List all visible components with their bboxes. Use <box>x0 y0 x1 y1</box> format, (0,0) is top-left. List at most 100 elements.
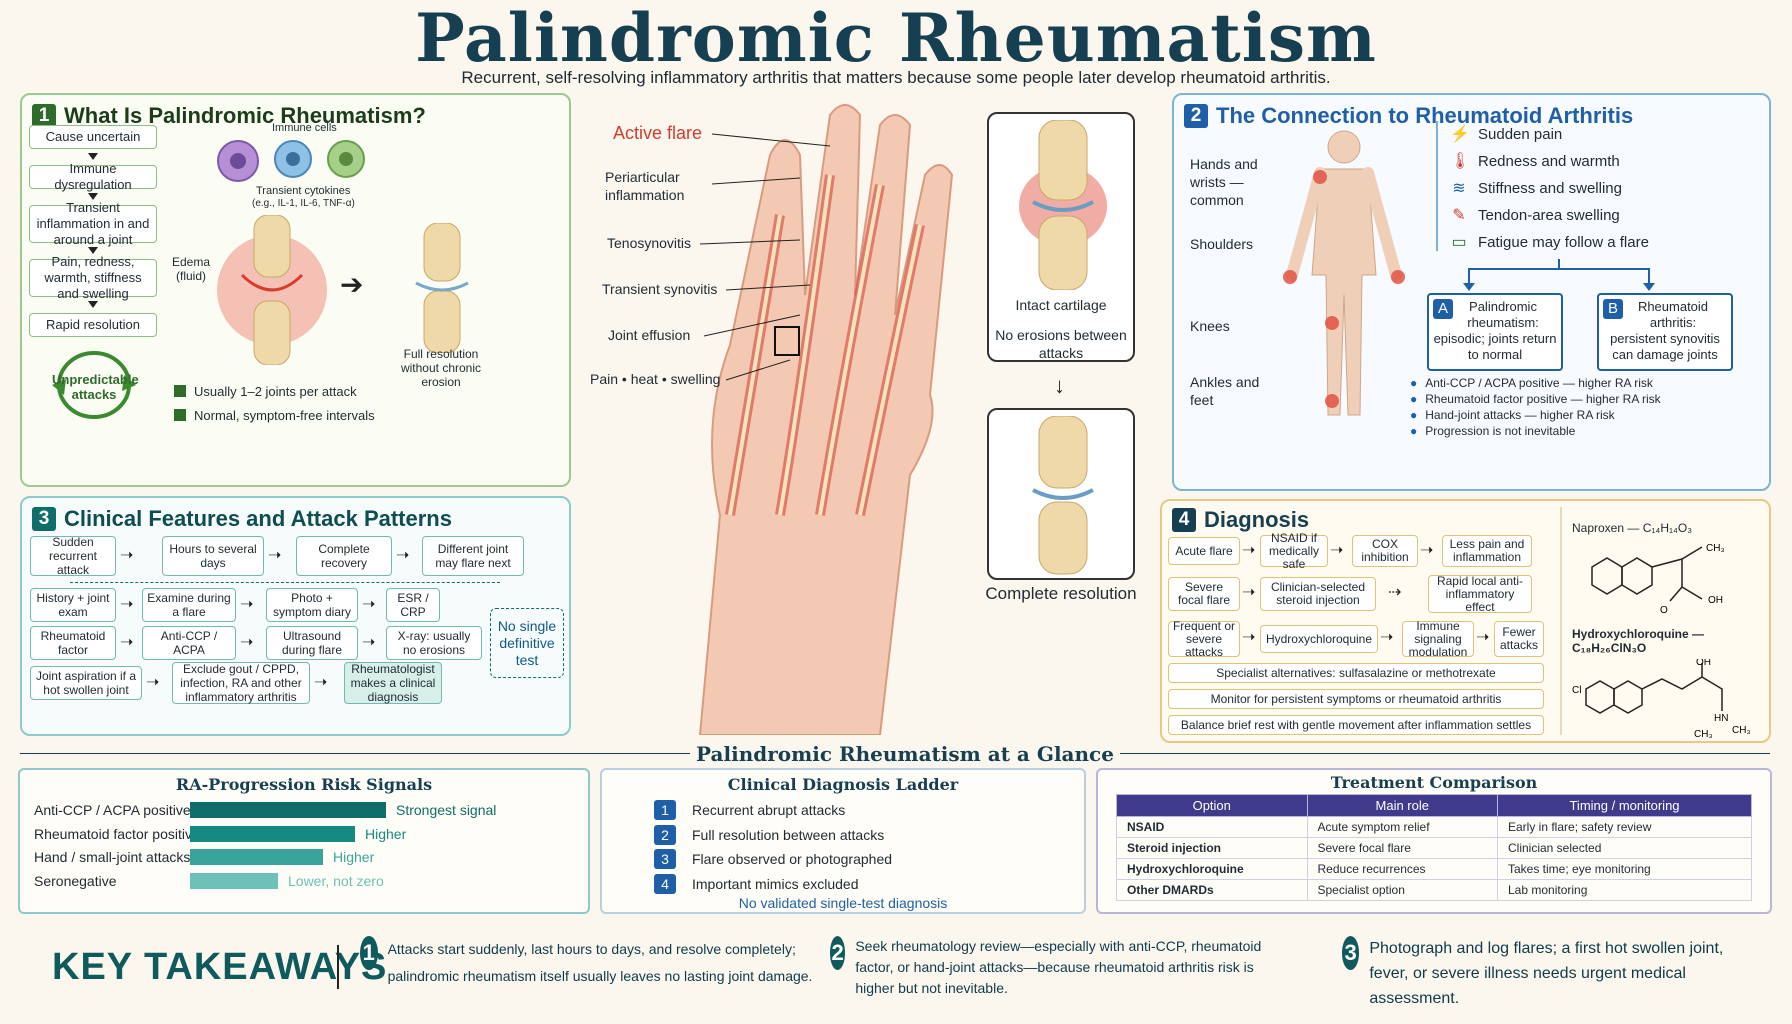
risk-signal-label: Anti-CCP / ACPA positive <box>34 802 191 818</box>
section2-header: 2 The Connection to Rheumatoid Arthritis <box>1184 103 1633 129</box>
treatment-title: Treatment Comparison <box>1330 773 1538 792</box>
edema-label: Edema <box>172 255 211 269</box>
option-b-text: persistent synovitis can damage joints <box>1610 331 1720 362</box>
svg-text:O: O <box>1660 605 1668 616</box>
section4-header: 4 Diagnosis <box>1172 507 1309 533</box>
risk-signal-label: Rheumatoid factor positive <box>34 825 200 842</box>
section3-number: 3 <box>32 507 56 531</box>
diag-xray: X-ray: usually no erosions <box>386 626 482 660</box>
ladder-step-text: Recurrent abrupt attacks <box>692 802 846 818</box>
cytokines-examples: (e.g., IL-1, IL-6, TNF-α) <box>252 198 355 209</box>
takeaway-text: Photograph and log flares; a first hot s… <box>1369 940 1724 1007</box>
glance-divider-right <box>1120 753 1770 754</box>
dx-steroid: Clinician-selected steroid injection <box>1260 577 1376 611</box>
diag-anti-ccp: Anti-CCP / ACPA <box>142 626 236 660</box>
table-cell: Clinician selected <box>1497 837 1752 859</box>
table-cell: Other DMARDs <box>1116 879 1308 901</box>
hcq-label: Hydroxychloroquine — C₁₈H₂₆ClN₃O <box>1572 627 1705 655</box>
dx-nsaid: NSAID if medically safe <box>1260 531 1328 570</box>
page-subtitle: Recurrent, self-resolving inflammatory a… <box>461 68 1331 87</box>
treatment-header: Timing / monitoring <box>1497 794 1752 817</box>
ra-risk-item: ●Anti-CCP / ACPA positive — higher RA ri… <box>1410 376 1653 390</box>
ankle-hotspot <box>1325 394 1339 408</box>
arrow-right-icon: ➝ <box>362 596 376 613</box>
ra-risk-text: Progression is not inevitable <box>1425 424 1576 438</box>
arrow-right-icon: ➝ <box>1242 584 1256 601</box>
takeaways-divider <box>337 945 339 989</box>
arrow-right-icon: ➝ <box>1476 629 1490 646</box>
risk-signal-bar <box>190 802 386 818</box>
risk-signal-bar <box>190 825 355 842</box>
symptom-item: ⚡Sudden pain <box>1450 121 1649 148</box>
section1-number: 1 <box>32 104 56 128</box>
naproxen-label: Naproxen — C₁₄H₁₄O₃ <box>1572 521 1693 535</box>
label-active-flare: Active flare <box>613 123 703 143</box>
flow-arrow <box>88 301 98 308</box>
intact-joint-icon <box>1019 120 1107 290</box>
arrow-right-icon: ➝ <box>1380 629 1394 646</box>
table-cell: Takes time; eye monitoring <box>1497 858 1752 880</box>
section3-header: 3 Clinical Features and Attack Patterns <box>32 506 452 532</box>
arrow-right-icon: ➝ <box>396 547 410 564</box>
dx-hcq: Hydroxychloroquine <box>1260 625 1378 653</box>
human-body-illustration <box>1283 130 1405 416</box>
diag-photo: Photo + symptom diary <box>266 588 358 622</box>
diag-examine: Examine during a flare <box>142 588 236 622</box>
takeaway-text: Seek rheumatology review—especially with… <box>855 938 1262 996</box>
arrow-right-icon: ➝ <box>1242 542 1256 559</box>
cycle-label: Unpredictable attacks <box>52 372 139 402</box>
label-periarticular: Periarticular inflammation <box>605 169 685 203</box>
flow-connector <box>70 582 500 583</box>
option-a-text: episodic; joints return to normal <box>1433 331 1557 362</box>
takeaway-2: 2 Seek rheumatology review—especially wi… <box>830 936 1290 999</box>
symptom-label: Sudden pain <box>1478 126 1563 143</box>
hand-left-hotspot <box>1283 270 1297 284</box>
takeaway-number: 2 <box>830 936 846 970</box>
symptom-label: Fatigue may follow a flare <box>1478 234 1649 251</box>
no-single-test-note: No single definitive test <box>490 608 564 678</box>
wave-icon: ≋ <box>1452 180 1466 197</box>
dx-note-monitor: Monitor for persistent symptoms or rheum… <box>1168 689 1544 709</box>
arrow-right-icon: ➝ <box>314 674 328 691</box>
ladder-title: Clinical Diagnosis Ladder <box>727 775 959 794</box>
resolve-arrow-icon: ➔ <box>340 269 364 300</box>
arrow-right-icon: ➝ <box>268 547 282 564</box>
takeaway-3: 3 Photograph and log flares; a first hot… <box>1342 936 1762 1011</box>
thermometer-icon: 🌡 <box>1450 153 1471 170</box>
option-b-letter: B <box>1603 299 1623 319</box>
takeaway-text: Attacks start suddenly, last hours to da… <box>387 941 813 984</box>
symptom-list: ⚡Sudden pain 🌡 Redness and warmth ≋Stiffn… <box>1450 121 1649 256</box>
section3-title: Clinical Features and Attack Patterns <box>64 506 452 531</box>
risk-signals-panel: RA-Progression Risk Signals Anti-CCP / A… <box>18 768 590 914</box>
table-cell: Severe focal flare <box>1306 837 1498 859</box>
takeaway-number: 1 <box>360 936 378 970</box>
ladder-step-number: 4 <box>654 873 676 894</box>
edema-sub-label: (fluid) <box>176 269 207 283</box>
symptom-label: Redness and warmth <box>1478 153 1620 170</box>
immune-cells-label: Immune cells <box>272 122 337 134</box>
hand-leader-lines <box>699 133 831 381</box>
body-label-hands: Hands and wrists — common <box>1190 156 1258 208</box>
flow-arrow <box>88 153 98 160</box>
cycle-arrows-icon <box>52 351 136 419</box>
dx-rapid-local: Rapid local anti-inflammatory effect <box>1428 574 1532 613</box>
section1-title: What Is Palindromic Rheumatism? <box>64 103 426 128</box>
dx-acute-flare: Acute flare <box>1168 537 1240 565</box>
dx-note-alternatives: Specialist alternatives: sulfasalazine o… <box>1168 663 1544 683</box>
symptom-item: ≋Stiffness and swelling <box>1450 175 1649 202</box>
risk-signal-label: Hand / small-joint attacks <box>34 849 191 865</box>
option-b-box: B Rheumatoid arthritis: persistent synov… <box>1597 293 1733 371</box>
molecule-divider <box>1560 507 1562 735</box>
table-cell: Early in flare; safety review <box>1497 816 1752 838</box>
ra-risk-text: Rheumatoid factor positive — higher RA r… <box>1425 392 1661 406</box>
dx-severe-focal: Severe focal flare <box>1168 577 1240 611</box>
naproxen-structure-icon: CH₃ OH O <box>1591 543 1725 616</box>
option-a-letter: A <box>1433 299 1453 319</box>
flow-symptoms: Pain, redness, warmth, stiffness and swe… <box>29 254 157 301</box>
arrow-right-icon: ➝ <box>362 634 376 651</box>
healthy-joint-illustration <box>415 223 469 353</box>
